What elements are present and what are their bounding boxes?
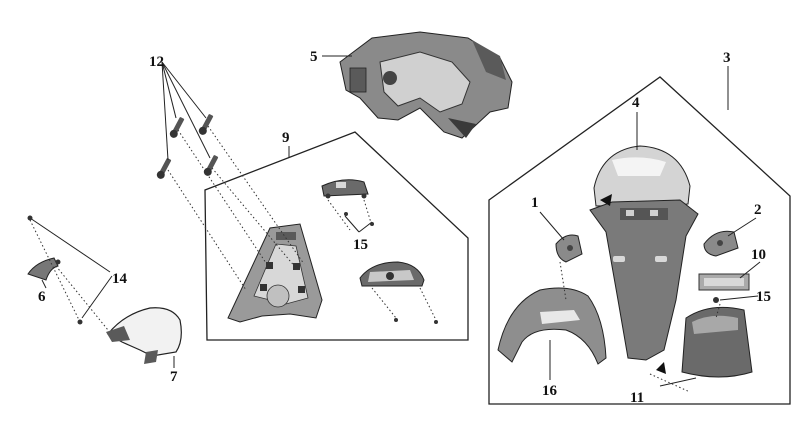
callout-16: 16 bbox=[542, 383, 558, 399]
leader-lines bbox=[29, 55, 761, 387]
callout-11: 11 bbox=[630, 390, 644, 406]
part-15-screw-right bbox=[713, 297, 719, 303]
callout-2: 2 bbox=[754, 202, 762, 218]
callout-1: 1 bbox=[531, 195, 539, 211]
callout-14: 14 bbox=[112, 271, 128, 287]
part-11-mud-flap bbox=[681, 306, 753, 378]
group-frame-3 bbox=[488, 76, 791, 405]
callout-12: 12 bbox=[149, 54, 164, 70]
callout-7: 7 bbox=[170, 369, 178, 385]
part-7-side-panel bbox=[106, 307, 182, 364]
part-2-right-lamp bbox=[703, 230, 739, 257]
callout-6: 6 bbox=[38, 289, 46, 305]
callout-5: 5 bbox=[310, 49, 318, 65]
part-9-rear-carrier bbox=[227, 223, 323, 323]
arrow-marker-lower bbox=[656, 362, 666, 374]
part-4-top-cover bbox=[593, 145, 691, 207]
part-15-bracket-lower bbox=[359, 261, 425, 287]
part-1-left-lamp bbox=[555, 234, 583, 263]
callout-9: 9 bbox=[282, 130, 290, 146]
callout-15-right: 15 bbox=[756, 289, 771, 305]
assembly-lines bbox=[29, 125, 721, 393]
part-15-bracket-upper bbox=[321, 179, 369, 199]
fastener-dots bbox=[27, 212, 438, 325]
part-tail-body bbox=[589, 199, 699, 361]
callout-15-upper: 15 bbox=[353, 237, 368, 253]
arrow-marker-upper bbox=[600, 194, 612, 206]
callout-4: 4 bbox=[632, 95, 640, 111]
part-6-small-bracket bbox=[27, 257, 61, 281]
group-frame-9 bbox=[204, 131, 469, 341]
callout-10: 10 bbox=[751, 247, 766, 263]
callout-3: 3 bbox=[723, 50, 731, 66]
part-16-rear-fender bbox=[497, 287, 607, 365]
part-5-inner-cover bbox=[339, 31, 513, 139]
part-10-plate bbox=[698, 273, 750, 291]
part-12-screws bbox=[156, 114, 219, 179]
